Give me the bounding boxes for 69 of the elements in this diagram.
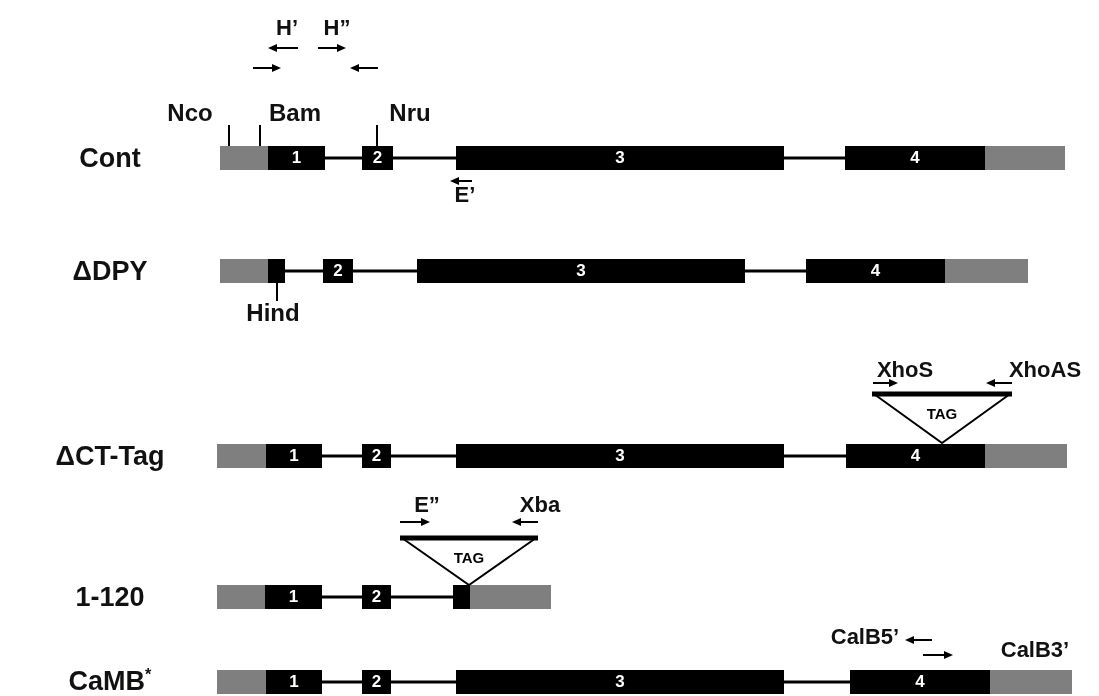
- primer-label: Xba: [519, 494, 561, 516]
- insert-triangle: [872, 391, 1012, 444]
- intron-line: [784, 454, 846, 458]
- restriction-site-label: Nco: [167, 101, 213, 125]
- construct-name: ΔCT-Tag: [55, 442, 165, 470]
- utr-bar: [217, 585, 265, 609]
- intron-line: [784, 680, 850, 684]
- intron-line: [322, 680, 362, 684]
- primer-label: H’: [276, 17, 298, 39]
- construct-name: ΔDPY: [72, 257, 148, 285]
- exon-box: 4: [850, 670, 990, 694]
- intron-line: [393, 156, 456, 160]
- utr-bar: [217, 670, 266, 694]
- restriction-site-tick: [228, 124, 230, 147]
- intron-line: [391, 454, 456, 458]
- exon-box: 1: [266, 444, 322, 468]
- exon-box: 4: [845, 146, 985, 170]
- exon-box: 3: [456, 670, 784, 694]
- exon-box: 3: [456, 146, 784, 170]
- exon-box: 1: [268, 146, 325, 170]
- insert-label: TAG: [925, 405, 959, 422]
- exon-box: [268, 259, 285, 283]
- restriction-site-label: Nru: [389, 101, 431, 125]
- intron-line: [322, 454, 362, 458]
- primer-label: H”: [323, 17, 351, 39]
- exon-box: 2: [362, 670, 391, 694]
- utr-bar: [220, 146, 268, 170]
- construct-name: CaMB$^{*}$: [68, 665, 152, 695]
- utr-bar: [990, 670, 1072, 694]
- intron-line: [391, 680, 456, 684]
- intron-line: [745, 269, 806, 273]
- restriction-site-tick: [276, 282, 278, 302]
- exon-box: 2: [362, 146, 393, 170]
- primer-label: CalB5’: [830, 626, 900, 648]
- intron-line: [784, 156, 845, 160]
- intron-line: [391, 595, 453, 599]
- construct-name: 1-120: [75, 583, 145, 611]
- restriction-site-label: Bam: [269, 101, 321, 125]
- exon-box: 2: [362, 444, 391, 468]
- exon-box: 1: [265, 585, 322, 609]
- intron-line: [353, 269, 417, 273]
- construct-name: Cont: [79, 144, 141, 172]
- intron-line: [325, 156, 362, 160]
- insert-label: TAG: [452, 549, 486, 566]
- restriction-site-label: Hind: [246, 301, 300, 325]
- exon-box: 1: [266, 670, 322, 694]
- exon-box: 3: [456, 444, 784, 468]
- exon-box: 2: [323, 259, 353, 283]
- exon-box: [453, 585, 470, 609]
- primer-label: E’: [454, 184, 476, 206]
- exon-box: 4: [846, 444, 985, 468]
- primer-label: CalB3’: [1000, 639, 1070, 661]
- exon-box: 4: [806, 259, 945, 283]
- insert-triangle: [400, 535, 538, 586]
- primer-label: XhoS: [876, 359, 934, 381]
- utr-bar: [220, 259, 268, 283]
- primer-label: XhoAS: [1008, 359, 1082, 381]
- utr-bar: [945, 259, 1028, 283]
- restriction-site-tick: [259, 124, 261, 147]
- utr-bar: [985, 146, 1065, 170]
- intron-line: [285, 269, 323, 273]
- restriction-site-tick: [376, 124, 378, 147]
- exon-box: 2: [362, 585, 391, 609]
- utr-bar: [470, 585, 551, 609]
- primer-label: E”: [414, 494, 440, 516]
- intron-line: [322, 595, 362, 599]
- exon-box: 3: [417, 259, 745, 283]
- utr-bar: [985, 444, 1067, 468]
- utr-bar: [217, 444, 266, 468]
